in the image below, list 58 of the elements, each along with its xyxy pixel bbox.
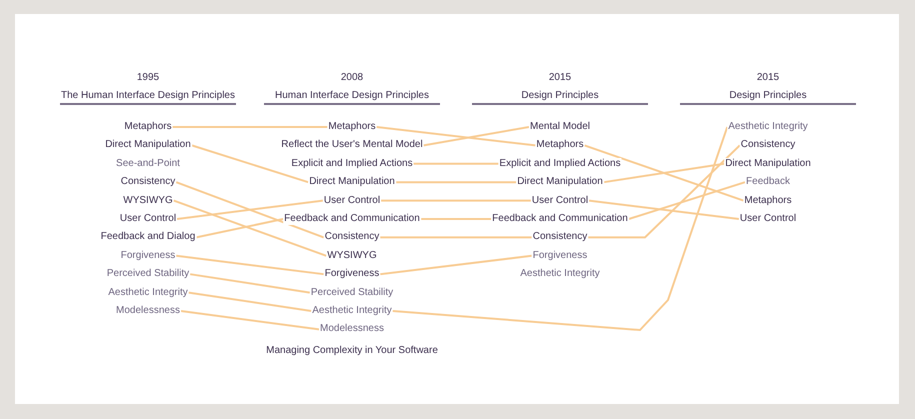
principle-text: Aesthetic Integrity [727,121,809,133]
principle-text: Forgiveness [120,250,176,262]
principle-text: Direct Manipulation [308,176,396,188]
principle-text: Aesthetic Integrity [107,286,189,299]
column-title: Design Principles [521,90,599,101]
connector-line [173,200,327,257]
principle-text: Forgiveness [324,268,380,280]
connector-line [376,126,536,146]
connector-line [628,181,746,220]
connector-line [190,273,310,294]
principle-text: Feedback and Dialog [100,231,196,244]
connector-line [380,236,532,238]
connector-line [424,126,530,146]
year-heading: 2015 [548,72,572,83]
connector-line [588,144,740,238]
column-title: Human Interface Design Principles [275,90,429,101]
principle-text: Direct Manipulation [104,139,192,152]
year-heading: 2008 [340,72,364,83]
principle-text: Explicit and Implied Actions [290,158,414,170]
principle-text: Metaphors [743,194,793,207]
principle-text: Explicit and Implied Actions [498,158,622,170]
connector-line [392,126,728,332]
principle-text: Metaphors [535,139,585,152]
principle-text: Perceived Stability [310,286,394,299]
principle-text: Consistency [120,176,176,188]
connector-line [381,200,531,202]
connector-line [196,218,284,238]
connector-line [588,200,740,220]
principle-text: Consistency [324,231,380,244]
principle-text: Metaphors [123,121,173,133]
principle-text: Consistency [740,139,796,152]
connector-line [584,144,744,202]
connector-line [176,254,324,276]
principle-text: Consistency [532,231,588,244]
year-heading: 2015 [756,72,780,83]
connector-line [176,200,324,220]
connector-line [188,292,312,312]
year-heading: 1995 [136,72,160,83]
connector-line [172,126,328,128]
principle-text: Aesthetic Integrity [311,305,393,317]
connector-line [414,162,498,165]
principle-text: Forgiveness [532,250,588,262]
principle-text: Perceived Stability [106,268,190,280]
column-title: The Human Interface Design Principles [61,90,235,101]
connector-line [420,218,492,220]
connector-line [192,144,308,184]
principle-text: Direct Manipulation [516,176,604,188]
column-title: Design Principles [729,90,807,101]
principle-text: Aesthetic Integrity [519,268,601,280]
connector-line [380,254,532,276]
connector-line [180,310,320,330]
principle-text: Metaphors [327,121,377,133]
connector-line [604,162,724,184]
principle-text: Feedback and Communication [283,213,421,225]
principle-text: Direct Manipulation [724,158,812,170]
footnote: Managing Complexity in Your Software [266,345,438,356]
connector-line [176,181,324,238]
connector-line [396,181,516,184]
